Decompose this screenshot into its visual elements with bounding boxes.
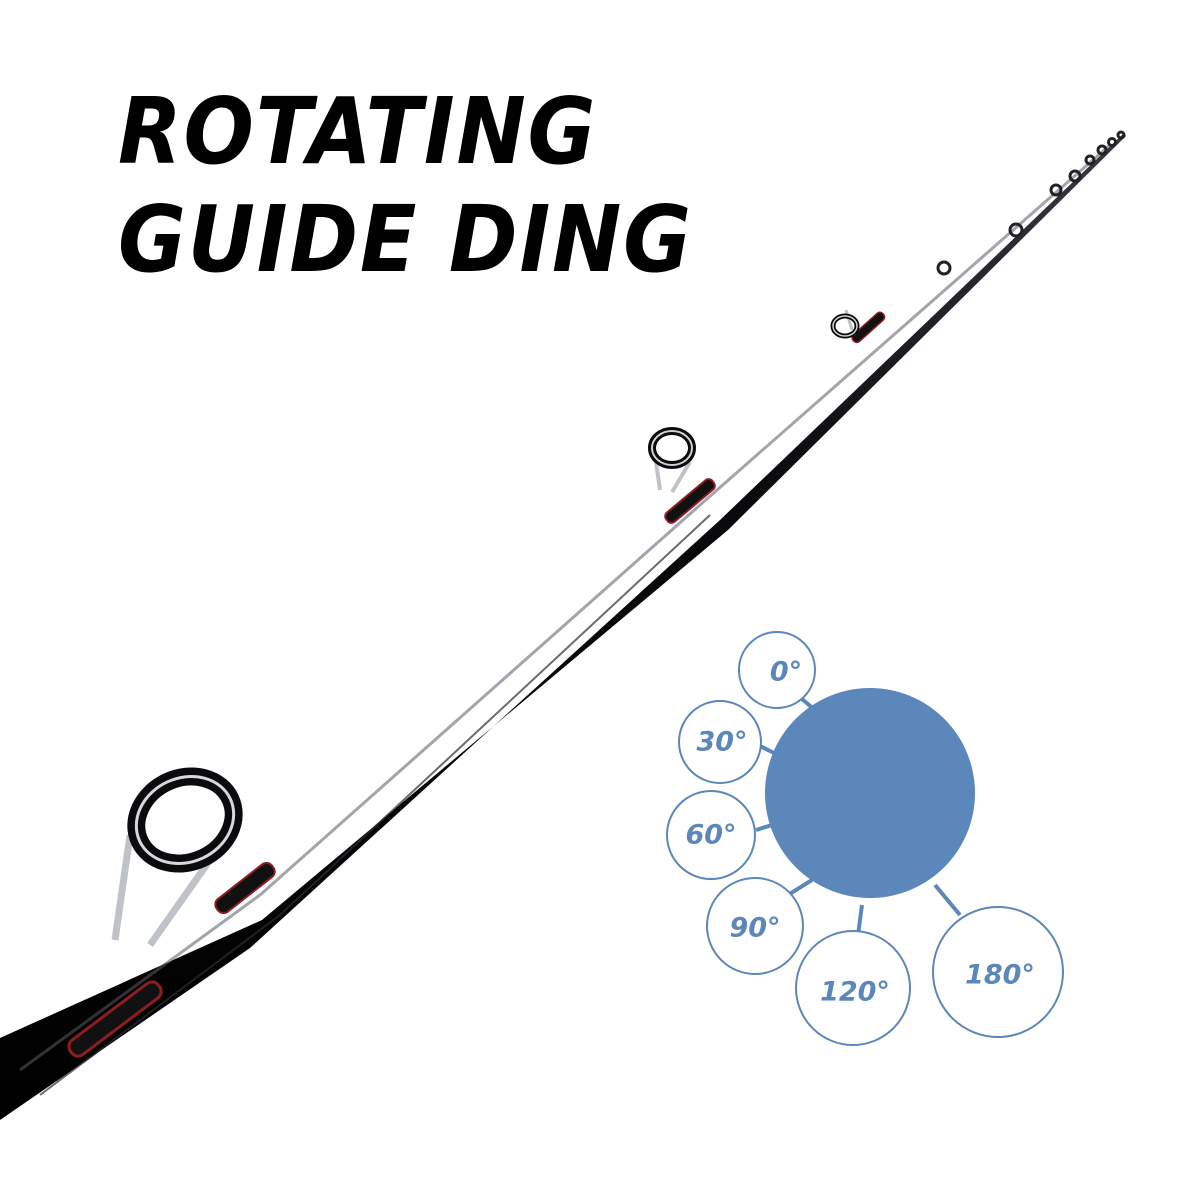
rod-guide-medium <box>648 427 696 494</box>
angle-option: 0° <box>738 631 816 709</box>
angle-option: 120° <box>795 930 911 1046</box>
angle-label-0: 0° <box>770 657 802 688</box>
rod-cross-section <box>765 688 975 898</box>
thread-wraps <box>67 311 886 1058</box>
headline-line-1: ROTATING <box>118 78 598 185</box>
angle-option: 30° <box>678 700 762 784</box>
angle-label-30: 30° <box>696 727 747 758</box>
rod-guide-small <box>830 309 860 339</box>
rod-sheen <box>39 514 711 1096</box>
angle-option: 60° <box>666 790 756 880</box>
angle-label-60: 60° <box>685 820 736 851</box>
angle-label-120: 120° <box>820 977 890 1008</box>
headline: ROTATING GUIDE DING <box>118 78 757 294</box>
angle-option: 90° <box>706 877 804 975</box>
angle-option: 180° <box>932 906 1064 1038</box>
rod-sheen <box>19 143 1111 1072</box>
angle-label-180: 180° <box>965 960 1035 991</box>
rod-guides-tip <box>936 130 1126 276</box>
rod-guide-large <box>111 767 243 948</box>
angle-label-90: 90° <box>729 913 780 944</box>
headline-line-2: GUIDE DING <box>118 186 693 293</box>
